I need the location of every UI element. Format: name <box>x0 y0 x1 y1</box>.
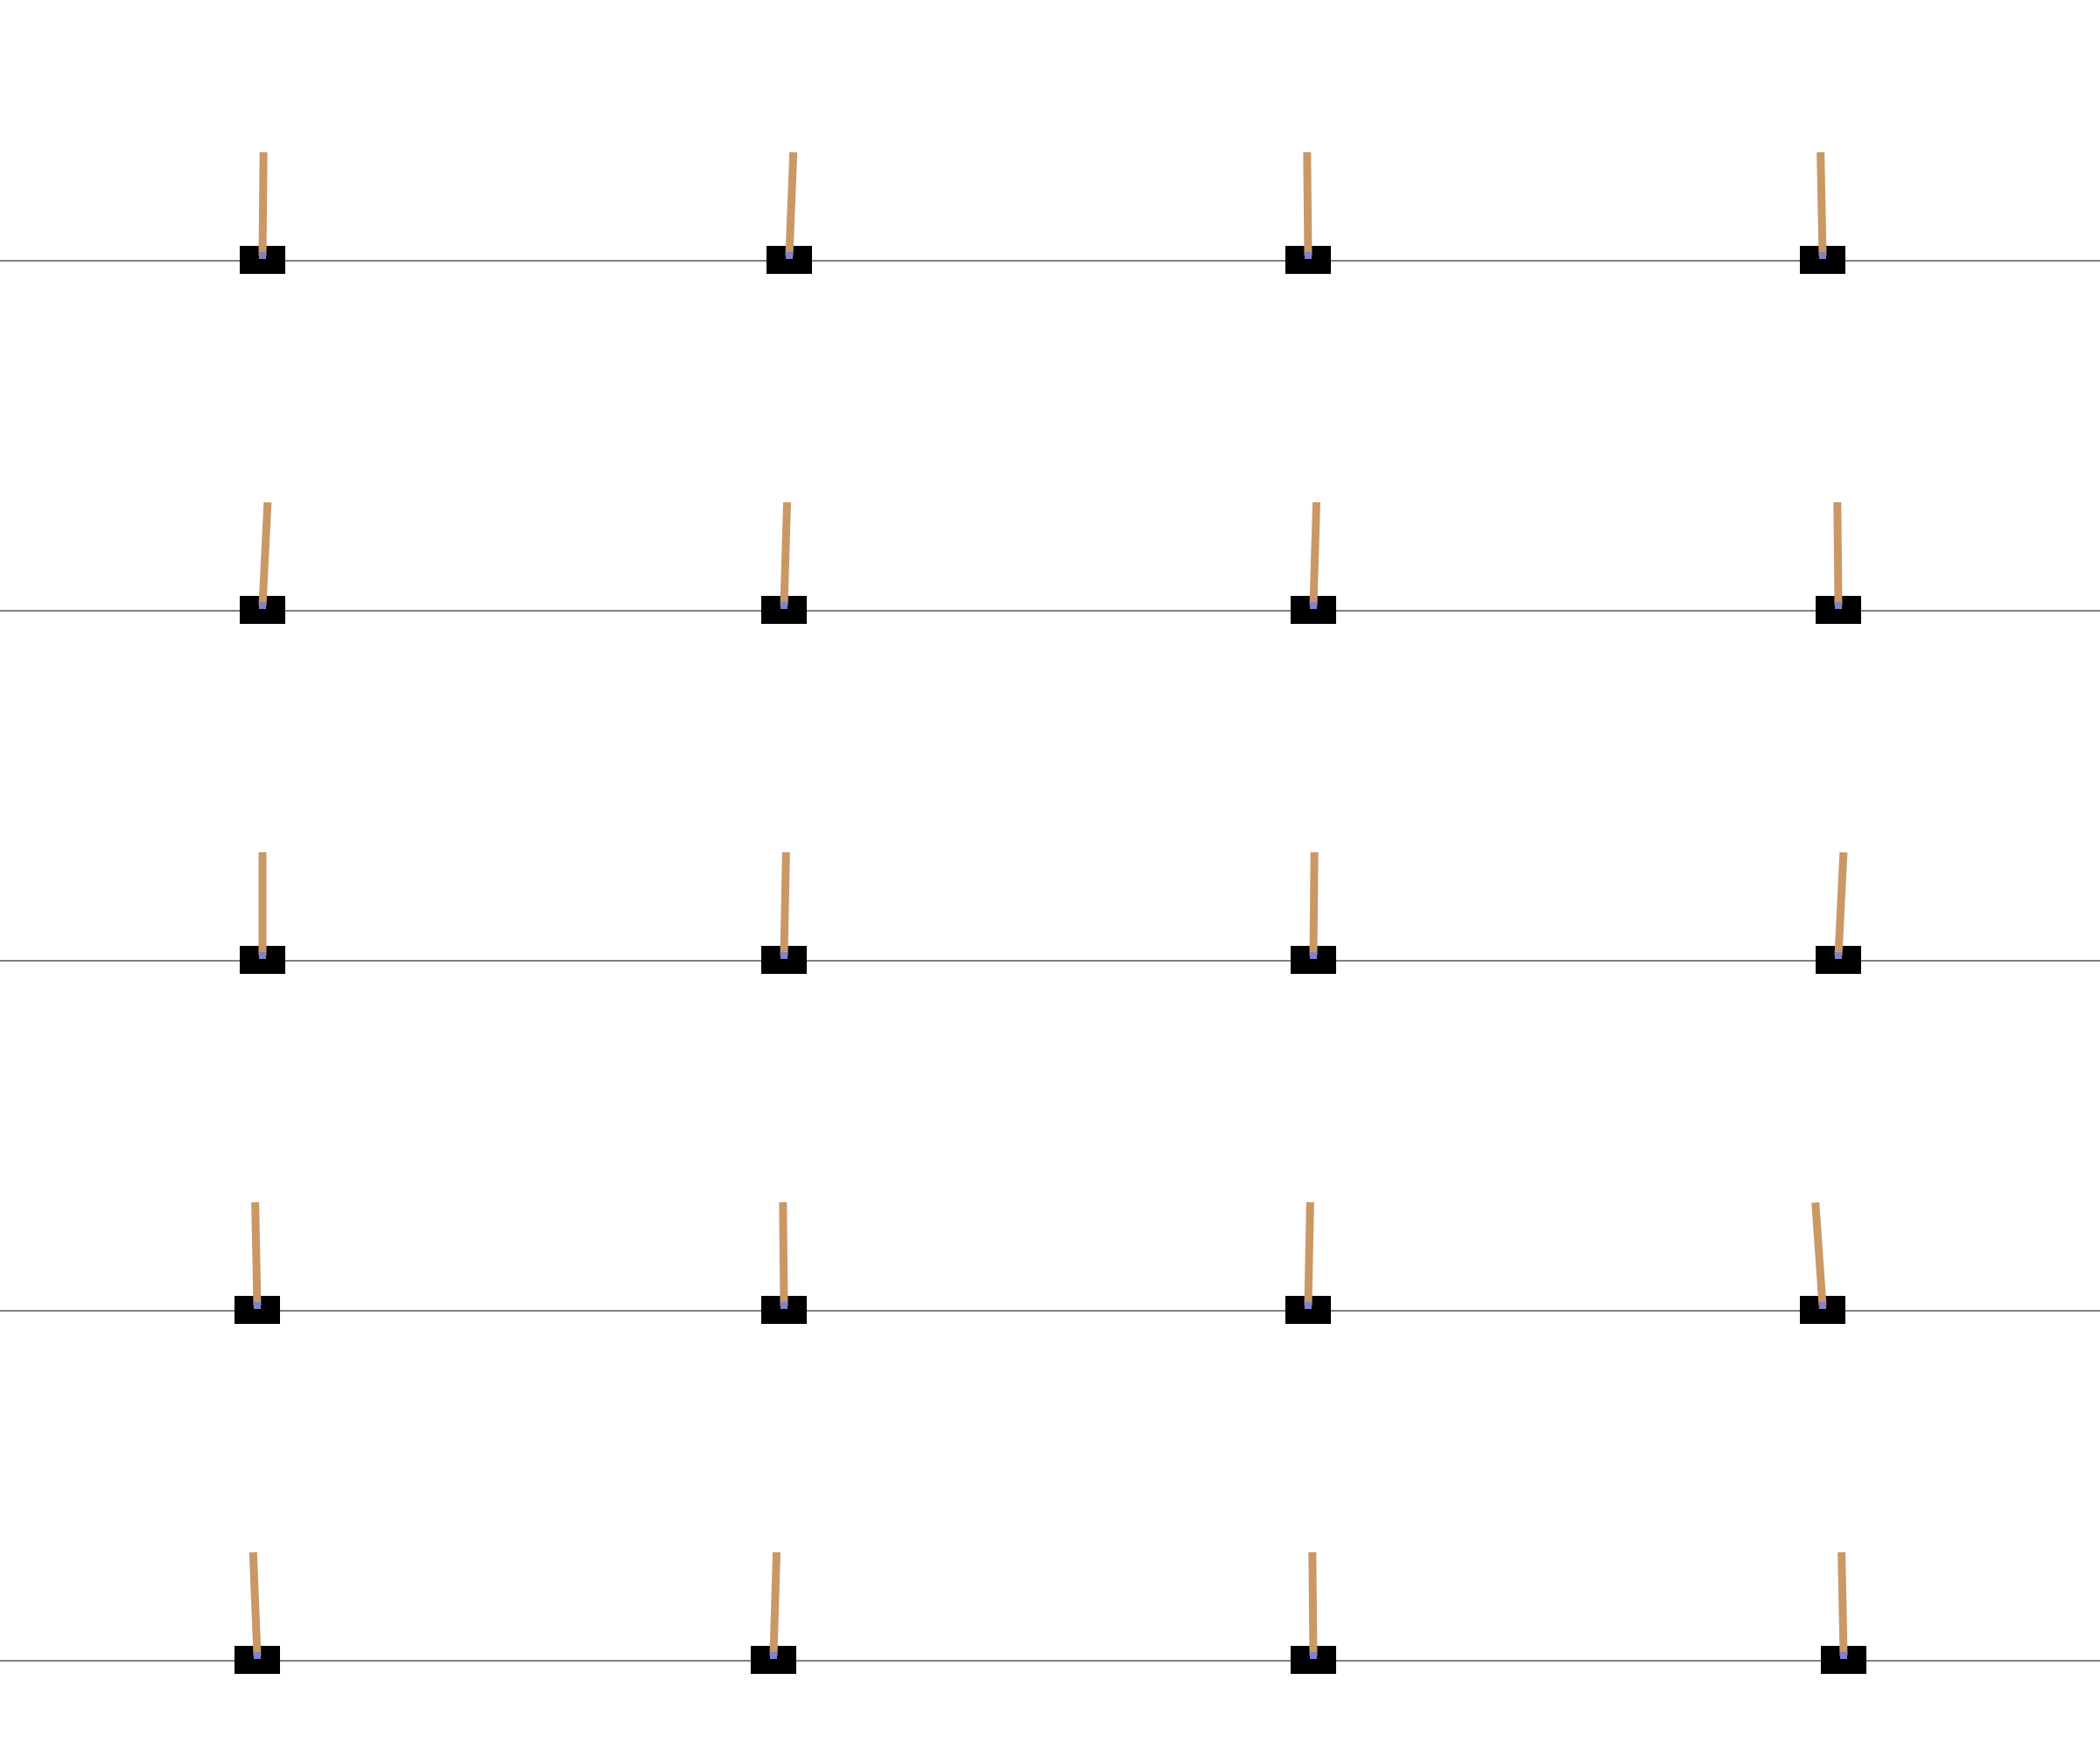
axle <box>259 952 266 959</box>
cartpole-env <box>1285 1201 1331 1324</box>
axle <box>259 602 266 609</box>
cartpole-env <box>1291 1551 1336 1674</box>
cartpole-env <box>240 151 285 274</box>
cartpole-env <box>240 852 285 974</box>
cartpole-env <box>240 501 285 624</box>
axle <box>1819 1302 1826 1309</box>
cartpole-env <box>766 151 812 274</box>
pole <box>258 151 268 256</box>
axle <box>1835 952 1842 959</box>
cartpole-env <box>1291 851 1336 974</box>
cartpole-env <box>1800 1201 1845 1324</box>
pole <box>780 851 790 956</box>
pole <box>251 1201 262 1306</box>
pole <box>1834 851 1848 956</box>
axle <box>1310 952 1317 959</box>
axle <box>1840 1652 1847 1659</box>
axle <box>259 252 266 259</box>
axle <box>780 952 788 959</box>
axle <box>254 1652 261 1659</box>
pole <box>1303 151 1312 256</box>
pole <box>780 501 792 606</box>
cartpole-env <box>1291 501 1336 624</box>
cartpole-env <box>751 1551 796 1674</box>
pole <box>1811 1201 1827 1306</box>
axle <box>1835 602 1842 609</box>
pole <box>1309 851 1319 956</box>
cartpole-env <box>1285 151 1331 274</box>
pole <box>785 151 798 256</box>
cartpole-env <box>761 501 807 624</box>
cartpole-env <box>1816 851 1861 974</box>
axle <box>786 252 793 259</box>
axle <box>770 1652 777 1659</box>
pole <box>769 1551 781 1656</box>
axle <box>1310 1652 1317 1659</box>
pole <box>779 1201 788 1306</box>
axle <box>1305 252 1312 259</box>
pole <box>1304 1201 1314 1306</box>
cartpole-env <box>761 851 807 974</box>
axle <box>1819 252 1826 259</box>
cartpole-env <box>1800 151 1845 274</box>
pole <box>248 1551 262 1656</box>
cartpole-env <box>1821 1551 1866 1674</box>
cartpole-env <box>234 1201 280 1324</box>
pole <box>1309 501 1321 606</box>
pole <box>1838 1551 1848 1656</box>
axle <box>780 1302 788 1309</box>
cartpole-env <box>761 1201 807 1324</box>
pole <box>258 501 272 606</box>
axle <box>780 602 788 609</box>
pole <box>1816 151 1827 256</box>
cartpole-env <box>234 1551 280 1674</box>
axle <box>1305 1302 1312 1309</box>
cartpole-env <box>1816 501 1861 624</box>
axle <box>254 1302 261 1309</box>
pole <box>1308 1551 1318 1656</box>
axle <box>1310 602 1317 609</box>
